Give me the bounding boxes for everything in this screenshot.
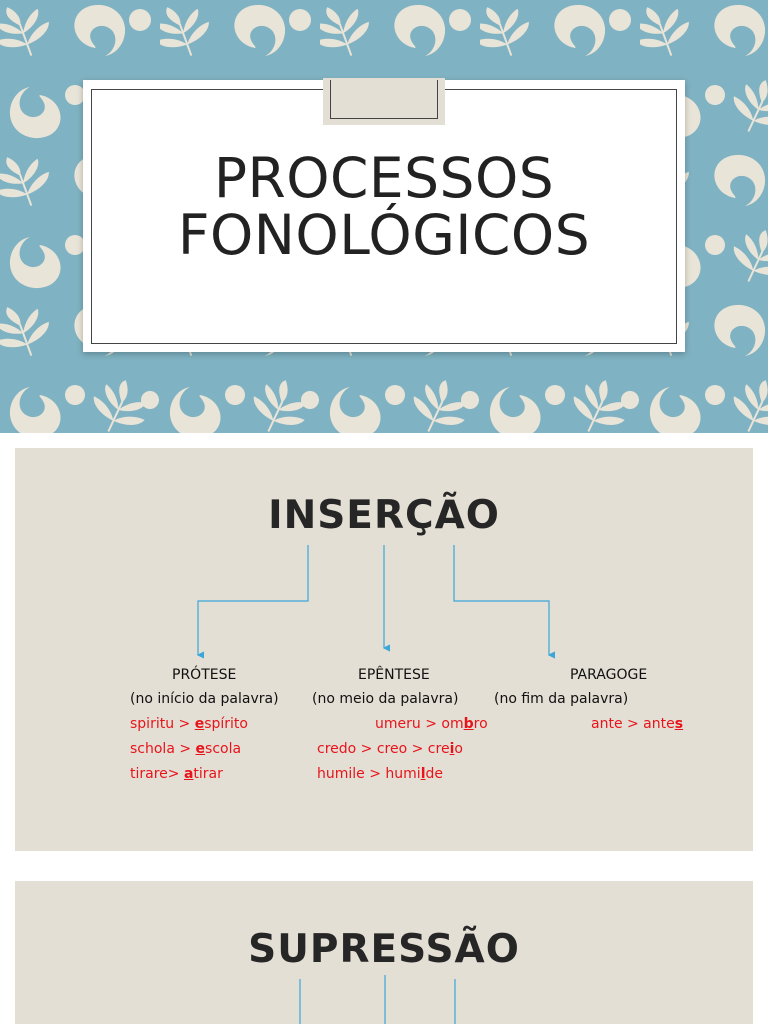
example-item: credo > creo > creio — [317, 741, 463, 757]
column-description-protese: (no início da palavra) — [130, 691, 279, 707]
example-item: spiritu > espírito — [130, 716, 248, 732]
title-line-1: PROCESSOS — [213, 146, 555, 210]
slide-title: INSERÇÃO — [268, 493, 500, 538]
slide-title: SUPRESSÃO — [248, 927, 520, 972]
title-card-tab — [323, 78, 445, 125]
column-description-paragoge: (no fim da palavra) — [494, 691, 629, 707]
column-description-epentese: (no meio da palavra) — [312, 691, 459, 707]
example-item: schola > escola — [130, 741, 242, 757]
example-item: ante > antes — [591, 716, 684, 732]
example-item: umeru > ombro — [375, 716, 488, 732]
title-slide: PROCESSOS FONOLÓGICOS — [0, 0, 768, 433]
column-heading-paragoge: PARAGOGE — [570, 667, 648, 683]
supressao-slide: SUPRESSÃO — [15, 881, 753, 1024]
column-heading-epentese: EPÊNTESE — [358, 667, 430, 683]
example-item: humile > humilde — [317, 766, 443, 782]
presentation-title: PROCESSOS FONOLÓGICOS — [83, 150, 685, 264]
insercao-slide: INSERÇÃO PRÓTESE (no início da palavra) … — [15, 448, 753, 851]
connector-protese — [196, 545, 309, 659]
hierarchy-connectors — [299, 975, 456, 1024]
hierarchy-connectors — [196, 545, 555, 659]
connector-paragoge — [453, 545, 555, 659]
title-line-2: FONOLÓGICOS — [177, 203, 591, 267]
column-heading-protese: PRÓTESE — [172, 667, 237, 683]
title-card: PROCESSOS FONOLÓGICOS — [83, 78, 685, 352]
example-item: tirare> atirar — [130, 766, 223, 782]
